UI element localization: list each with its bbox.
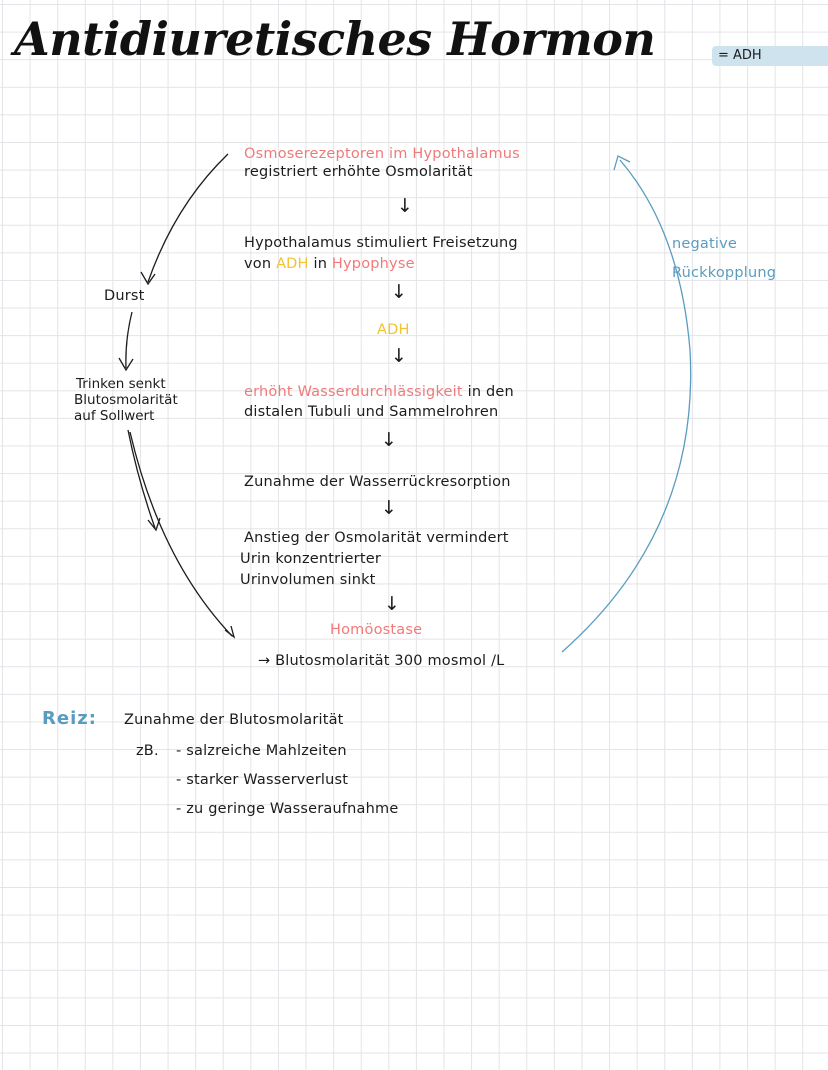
arrow-to-trinken	[125, 311, 133, 369]
arrowhead-trinken	[118, 357, 134, 372]
reiz-item-1: - salzreiche Mahlzeiten	[176, 743, 347, 759]
step4-line1: erhöht Wasserdurchlässigkeit in den	[244, 384, 514, 401]
step4-in-den: in den	[467, 384, 514, 400]
negative-feedback-line2: Rückkopplung	[672, 265, 777, 281]
reiz-zb: zB.	[136, 743, 159, 759]
homoeostase: Homöostase	[330, 622, 423, 638]
arrow-to-durst	[147, 153, 229, 283]
abbreviation-tag: = ADH	[712, 46, 828, 66]
durst-label: Durst	[104, 288, 145, 304]
reiz-item-3: - zu geringe Wasseraufnahme	[176, 801, 399, 817]
reiz-item-2: - starker Wasserverlust	[176, 772, 349, 788]
down-arrow-1: ↓	[397, 195, 413, 217]
negative-feedback-arc	[561, 159, 692, 653]
reiz-label: Reiz:	[42, 708, 97, 729]
step6-anstieg: Anstieg der Osmolarität vermindert	[244, 530, 509, 546]
step6-urin: Urin konzentrierter	[240, 551, 381, 567]
step5-rueckresorption: Zunahme der Wasserrückresorption	[244, 474, 511, 490]
step2-in: in	[313, 256, 328, 272]
step2-hypophyse: Hypophyse	[331, 256, 415, 272]
step2-adh: ADH	[276, 256, 309, 272]
arrowhead-durst	[140, 271, 156, 286]
reiz-text: Zunahme der Blutosmolarität	[124, 712, 344, 728]
down-arrow-6: ↓	[384, 593, 400, 615]
step4-permeability: erhöht Wasserdurchlässigkeit	[244, 384, 463, 400]
step3-adh: ADH	[377, 322, 410, 338]
feedback-arrowhead	[613, 155, 631, 171]
trinken-line3: auf Sollwert	[74, 408, 155, 424]
step1-registriert: registriert erhöhte Osmolarität	[244, 164, 473, 180]
down-arrow-3: ↓	[391, 345, 407, 367]
arrowhead-homoeostase	[224, 625, 236, 639]
page-title: Antidiuretisches Hormon	[14, 12, 656, 66]
arrow-to-homoeostase	[129, 431, 233, 637]
trinken-line1: Trinken senkt	[76, 376, 166, 392]
trinken-line2: Blutosmolarität	[74, 392, 178, 408]
negative-feedback-line1: negative	[672, 236, 738, 252]
down-arrow-4: ↓	[381, 429, 397, 451]
step4-tubuli: distalen Tubuli und Sammelrohren	[244, 404, 499, 420]
down-arrow-2: ↓	[391, 281, 407, 303]
step2-von: von	[244, 256, 272, 272]
arrow-inner-left	[127, 429, 156, 529]
step1-osmoreceptors: Osmoserezeptoren im Hypothalamus	[244, 146, 520, 162]
step2-line2: von ADH in Hypophyse	[244, 256, 415, 273]
step2-hypothalamus: Hypothalamus stimuliert Freisetzung	[244, 235, 518, 251]
blutosmolaritaet-value: → Blutosmolarität 300 mosmol /L	[258, 653, 505, 669]
step6-urinvolumen: Urinvolumen sinkt	[240, 572, 376, 588]
down-arrow-5: ↓	[381, 497, 397, 519]
